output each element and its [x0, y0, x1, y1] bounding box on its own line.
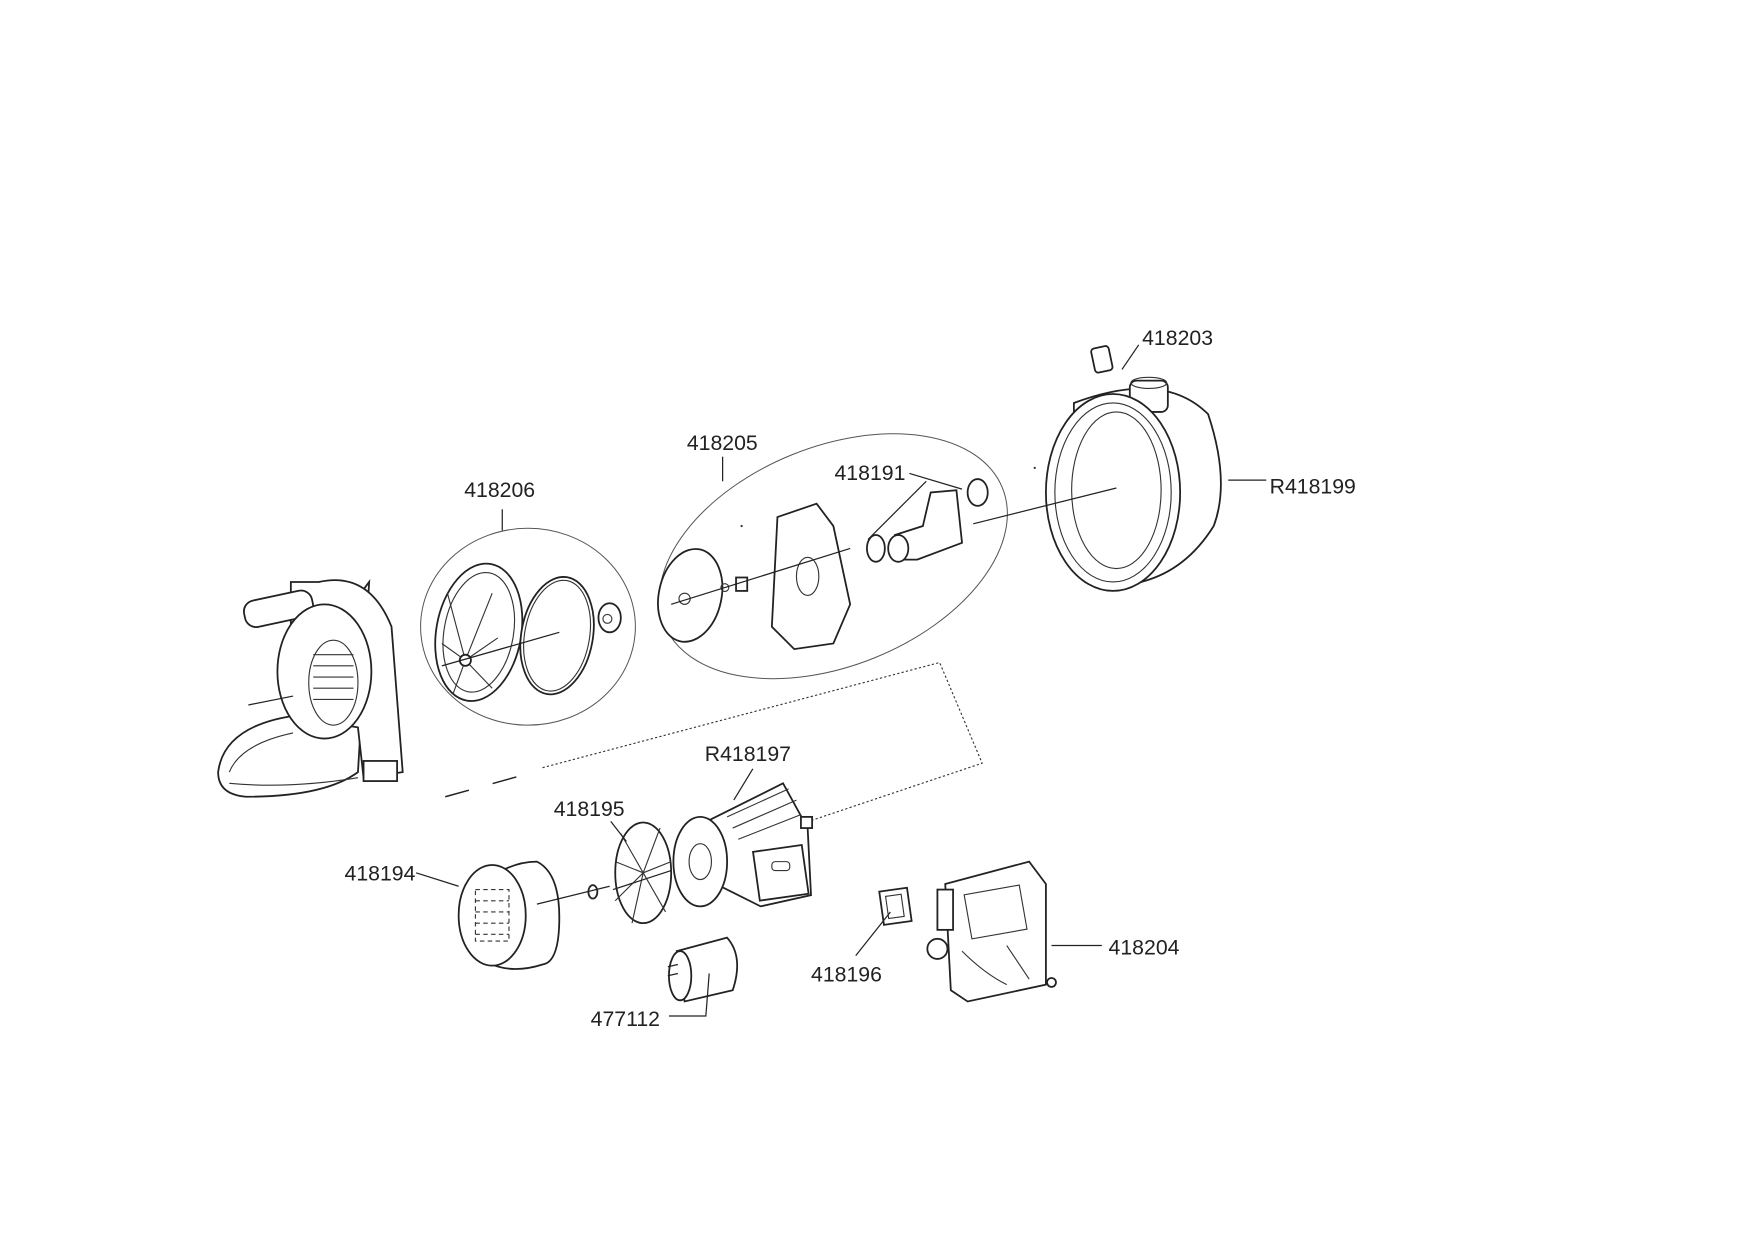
fan-cover-418194: [457, 860, 610, 970]
connection-dashed-line: [542, 661, 983, 824]
group-418206: [420, 527, 636, 726]
part-label-418196: 418196: [811, 962, 882, 986]
part-label-418194: 418194: [345, 862, 416, 886]
electrical-box-418204: [926, 860, 1057, 1003]
motor-R418197: [672, 782, 814, 908]
pump-base-housing: [217, 579, 404, 798]
part-label-418205: 418205: [687, 431, 758, 455]
part-label-418206: 418206: [464, 478, 535, 502]
part-label-477112: 477112: [591, 1007, 660, 1031]
part-label-418203: 418203: [1142, 326, 1213, 350]
part-label-R418199: R418199: [1270, 475, 1356, 499]
group-418205: [657, 433, 1008, 680]
part-label-418204: 418204: [1109, 935, 1180, 959]
part-label-418191: 418191: [834, 461, 905, 485]
pump-body-R418199: [973, 345, 1222, 592]
capacitor-477112: [667, 936, 739, 1003]
axis-dashed-line: [445, 773, 526, 798]
part-label-418195: 418195: [554, 797, 625, 821]
leader-lines: [415, 344, 1267, 1017]
fan-418195: [612, 821, 673, 925]
part-label-R418197: R418197: [705, 742, 791, 766]
